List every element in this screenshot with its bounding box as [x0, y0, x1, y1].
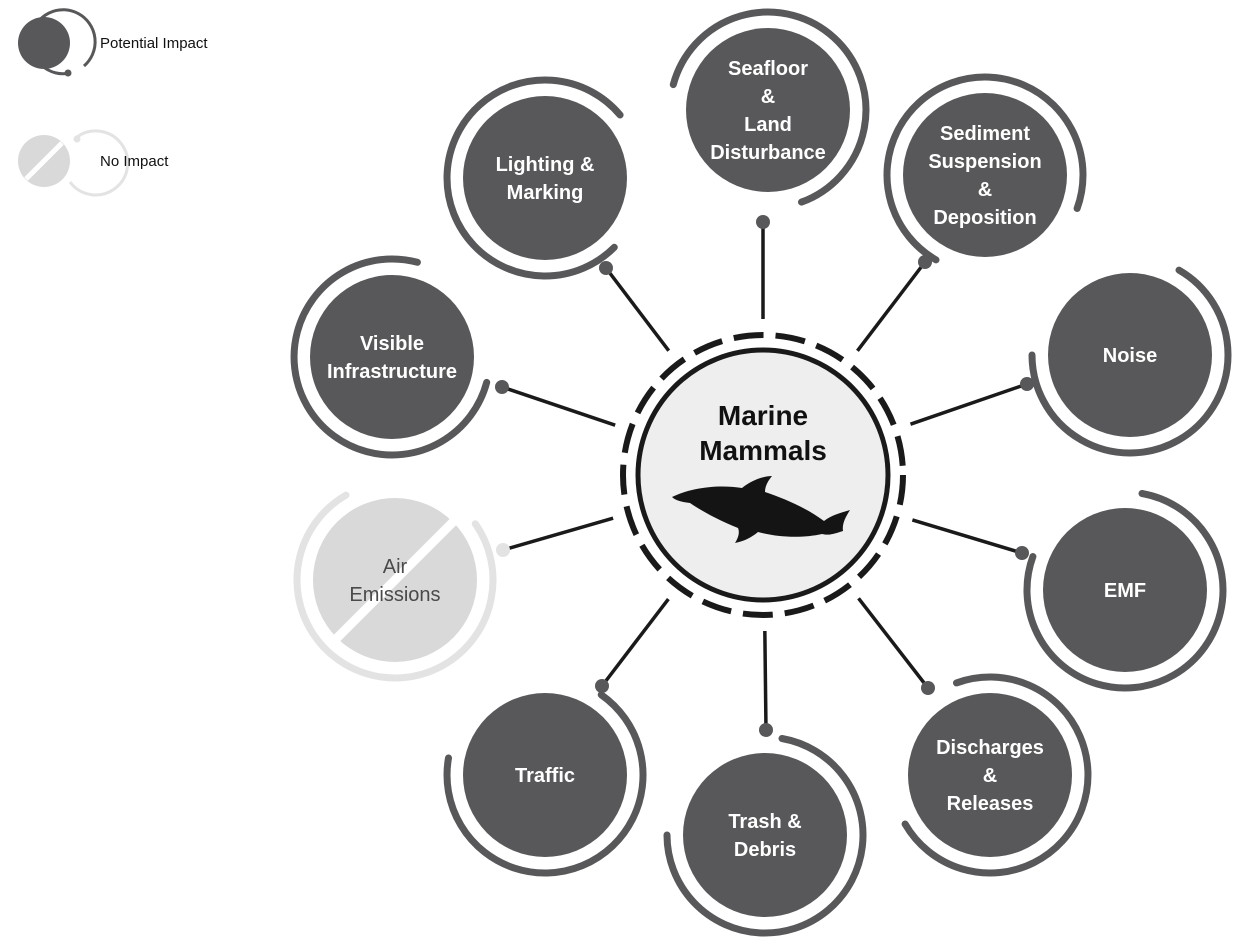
node-label-air-1: Emissions [349, 584, 440, 606]
connector-dot-discharges [921, 681, 935, 695]
connector-noise [909, 382, 1028, 426]
dolphin-icon [672, 476, 850, 543]
connector-air [502, 516, 614, 552]
node-label-sediment-2: & [978, 179, 992, 201]
node-circle-discharges [908, 693, 1072, 857]
node-traffic: Traffic [443, 679, 647, 877]
node-label-sediment-1: Suspension [928, 151, 1041, 173]
node-label-lighting-0: Lighting & [496, 154, 595, 176]
center-title-line-1: Marine [718, 400, 808, 431]
connector-emf [911, 518, 1023, 555]
node-label-discharges-1: & [983, 765, 997, 787]
node-ring-lighting [443, 76, 624, 280]
node-circle-noise [1048, 273, 1212, 437]
legend: Potential Impact No Impact [18, 8, 208, 197]
node-ring-traffic [443, 691, 647, 877]
node-circle-lighting [463, 96, 627, 260]
no-impact-slash [331, 516, 459, 644]
node-label-traffic-0: Traffic [515, 765, 575, 787]
connector-dot-traffic [595, 679, 609, 693]
node-label-sediment-0: Sediment [940, 123, 1030, 145]
center-dashed-ring [620, 332, 906, 618]
node-label-sediment-3: Deposition [933, 207, 1036, 229]
node-ring-sediment [883, 73, 1087, 264]
node-ring-discharges [901, 673, 1092, 877]
node-label-visible-0: Visible [360, 333, 424, 355]
connector-discharges [857, 597, 930, 690]
connector-dot-sediment [918, 255, 932, 269]
connector-dot-air [496, 543, 510, 557]
node-label-noise-0: Noise [1103, 345, 1157, 367]
connector-dot-noise [1020, 377, 1034, 391]
node-label-discharges-0: Discharges [936, 737, 1044, 759]
node-circle-traffic [463, 693, 627, 857]
connector-dot-visible [495, 380, 509, 394]
node-ring-visible [290, 255, 491, 459]
node-emf: EMF [1015, 490, 1227, 692]
center-circle [635, 347, 891, 603]
node-circle-sediment [903, 93, 1067, 257]
node-ring-seafloor [669, 8, 870, 206]
node-label-seafloor-0: Seafloor [728, 58, 808, 80]
node-label-visible-1: Infrastructure [327, 361, 457, 383]
node-label-trash-0: Trash & [728, 811, 801, 833]
connector-traffic [600, 597, 670, 688]
legend-potential-label: Potential Impact [100, 35, 208, 52]
node-label-seafloor-1: & [761, 86, 775, 108]
node-label-lighting-1: Marking [507, 182, 584, 204]
node-label-seafloor-2: Land [744, 114, 792, 136]
connector-lighting [604, 266, 671, 352]
connector-sediment [856, 260, 927, 352]
node-label-emf-0: EMF [1104, 580, 1146, 602]
node-label-discharges-2: Releases [947, 793, 1034, 815]
node-label-trash-1: Debris [734, 839, 796, 861]
connectors [501, 222, 1028, 731]
connector-trash [763, 630, 768, 731]
node-lighting: Lighting & Marking [443, 76, 627, 280]
node-trash: Trash & Debris [663, 723, 867, 937]
connector-dot-emf [1015, 546, 1029, 560]
center-title-line-2: Mammals [699, 435, 827, 466]
node-circle-emf [1043, 508, 1207, 672]
node-ring-trash [663, 735, 867, 937]
center-hub: Marine Mammals [620, 332, 906, 618]
node-label-air-0: Air [383, 556, 408, 578]
node-circle-trash [683, 753, 847, 917]
connector-dot-seafloor [756, 215, 770, 229]
node-circle-visible [310, 275, 474, 439]
node-circle-seafloor [686, 28, 850, 192]
node-label-seafloor-3: Disturbance [710, 142, 826, 164]
node-ring-noise [1028, 266, 1232, 457]
legend-no-impact-swatch [18, 129, 130, 197]
node-noise: Noise [1020, 266, 1232, 457]
legend-no-impact-label: No Impact [100, 153, 169, 170]
node-ring-air [293, 491, 497, 682]
legend-potential-swatch [18, 8, 97, 77]
connector-visible [501, 385, 616, 427]
node-discharges: Discharges & Releases [901, 673, 1092, 877]
node-ring-emf [1023, 490, 1227, 692]
connector-dot-trash [759, 723, 773, 737]
connector-dot-lighting [599, 261, 613, 275]
